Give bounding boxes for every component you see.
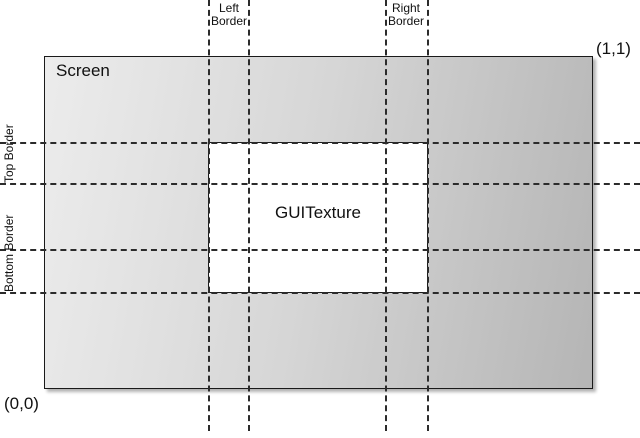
bottom-border-label: Bottom Border — [2, 214, 16, 292]
left-border-label-line2: Border — [210, 14, 248, 29]
guide-line-top-border-inner — [0, 183, 640, 185]
guide-line-left-border-inner — [248, 0, 250, 431]
guide-line-bottom-border-outer — [0, 292, 640, 294]
guitexture-label: GUITexture — [275, 203, 361, 222]
right-border-label-line1: Right — [391, 1, 420, 15]
left-border-label: Left Border — [208, 1, 250, 29]
coordinate-label-top-right: (1,1) — [596, 39, 631, 58]
top-border-label: Top Border — [2, 124, 16, 183]
guide-line-bottom-border-inner — [0, 249, 640, 251]
coordinate-label-bottom-left: (0,0) — [4, 394, 39, 413]
guide-line-right-border-outer — [427, 0, 429, 431]
screen-label: Screen — [56, 61, 110, 80]
right-border-label-line2: Border — [387, 14, 425, 29]
right-border-label: Right Border — [385, 1, 427, 29]
guide-line-left-border-outer — [208, 0, 210, 431]
guitexture-rectangle — [208, 142, 428, 293]
left-border-label-line1: Left — [218, 1, 239, 15]
guide-line-right-border-inner — [385, 0, 387, 431]
guide-line-top-border-outer — [0, 142, 640, 144]
